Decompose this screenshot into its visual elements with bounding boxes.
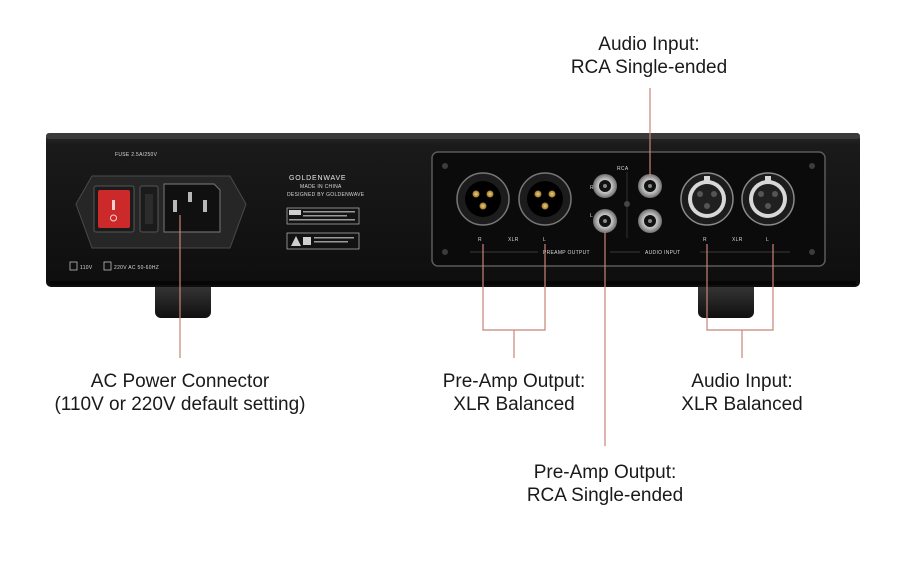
ac-power-connector[interactable] xyxy=(163,183,221,233)
leader-audio-xlr-bracket xyxy=(706,244,774,331)
xlr-out-l-label: L xyxy=(543,237,546,243)
callout-audio-input-rca-line2: RCA Single-ended xyxy=(570,57,728,78)
voltage-220-label: 220V AC 50-60HZ xyxy=(114,265,159,271)
rca-l-label: L xyxy=(590,213,593,219)
voltage-110-label: 110V xyxy=(80,265,93,271)
fuse-holder[interactable] xyxy=(139,185,159,233)
rca-output-right[interactable] xyxy=(593,174,617,198)
audio-xlr-input-left[interactable] xyxy=(741,172,795,226)
callout-audio-xlr: Audio Input: XLR Balanced xyxy=(642,370,842,416)
callout-audio-xlr-line1: Audio Input: xyxy=(691,371,793,392)
audio-input-label: AUDIO INPUT xyxy=(645,250,681,256)
audio-xlr-input-right[interactable] xyxy=(680,172,734,226)
rca-input-right[interactable] xyxy=(638,174,662,198)
preamp-output-label: PREAMP OUTPUT xyxy=(543,250,590,256)
leader-lines xyxy=(179,88,774,446)
callout-ac-power: AC Power Connector (110V or 220V default… xyxy=(30,370,330,416)
preamp-xlr-output-right[interactable] xyxy=(456,172,510,226)
callout-preamp-rca: Pre-Amp Output: RCA Single-ended xyxy=(505,461,705,507)
chassis-feet xyxy=(155,282,754,318)
voltage-selector: 110V 220V AC 50-60HZ xyxy=(69,261,159,271)
preamp-xlr-output-left[interactable] xyxy=(518,172,572,226)
power-switch[interactable] xyxy=(98,190,130,228)
rca-r-label: R xyxy=(590,185,594,191)
xlr-in-r-label: R xyxy=(703,237,707,243)
rca-output-left[interactable] xyxy=(593,209,617,233)
brand-name: GOLDENWAVE xyxy=(289,175,346,182)
callout-preamp-xlr: Pre-Amp Output: XLR Balanced xyxy=(414,370,614,416)
callout-preamp-xlr-line1: Pre-Amp Output: xyxy=(442,371,586,392)
xlr-out-label: XLR xyxy=(508,237,519,243)
designed-by-label: DESIGNED BY GOLDENWAVE xyxy=(287,192,365,198)
callout-preamp-xlr-line2: XLR Balanced xyxy=(453,394,575,415)
callout-audio-xlr-line2: XLR Balanced xyxy=(681,394,803,415)
callout-ac-power-line2: (110V or 220V default setting) xyxy=(54,394,306,415)
callout-audio-input-rca-line1: Audio Input: xyxy=(598,34,700,55)
xlr-out-r-label: R xyxy=(478,237,482,243)
xlr-in-label: XLR xyxy=(732,237,743,243)
callout-preamp-rca-line1: Pre-Amp Output: xyxy=(533,462,677,483)
made-in-label: MADE IN CHINA xyxy=(300,184,342,190)
callout-preamp-rca-line2: RCA Single-ended xyxy=(526,485,684,506)
callout-audio-input-rca: Audio Input: RCA Single-ended xyxy=(549,33,749,79)
brand-plate: GOLDENWAVE MADE IN CHINA DESIGNED BY GOL… xyxy=(286,175,365,250)
fuse-label: FUSE 2.5A/250V xyxy=(115,152,158,158)
rca-label: RCA xyxy=(617,166,629,172)
xlr-in-l-label: L xyxy=(766,237,769,243)
callout-ac-power-line1: AC Power Connector xyxy=(90,371,270,392)
rca-input-left[interactable] xyxy=(638,209,662,233)
